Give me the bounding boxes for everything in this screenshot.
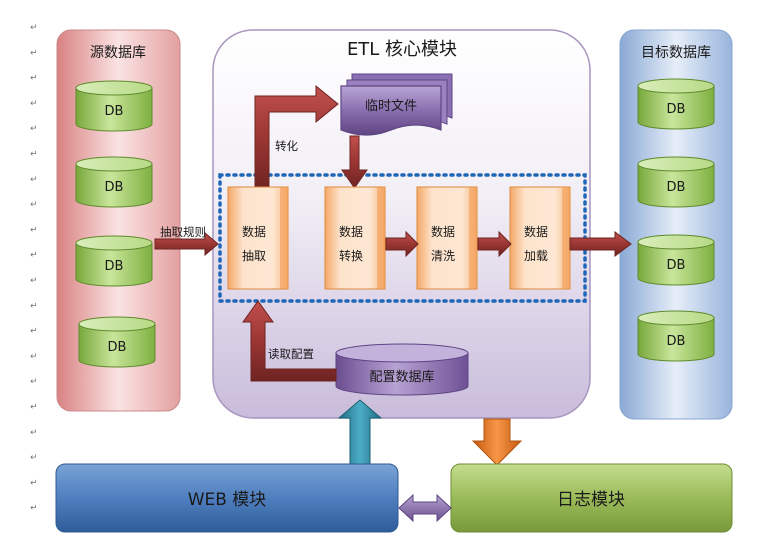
source-panel-title: 源数据库 (90, 45, 146, 61)
temp-file-label: 临时文件 (365, 99, 417, 114)
step-label-line2: 清洗 (431, 249, 455, 263)
config-database-node: 配置数据库 (335, 343, 469, 396)
paragraph-mark: ↵ (30, 200, 38, 210)
arrow-transform-to-clean (385, 230, 419, 258)
paragraph-mark: ↵ (30, 352, 38, 362)
step-label-line2: 抽取 (242, 249, 266, 263)
paragraph-mark: ↵ (30, 251, 38, 261)
db-label: DB (667, 102, 686, 117)
db-cylinder: DB (637, 310, 715, 362)
step-label-line1: 数据 (431, 224, 455, 239)
step-label-line1: 数据 (339, 224, 363, 239)
arrow-clean-to-load (477, 230, 512, 258)
paragraph-mark: ↵ (30, 377, 38, 387)
arrow-source-to-extract (154, 231, 219, 257)
temp-file-document-shape (340, 85, 442, 136)
target-panel-title: 目标数据库 (641, 45, 711, 61)
log-module-box (450, 463, 733, 533)
web-module-box (55, 463, 399, 533)
paragraph-mark: ↵ (30, 124, 38, 134)
paragraph-mark: ↵ (30, 301, 38, 311)
etl-core-title: ETL 核心模块 (347, 39, 457, 60)
db-cylinder: DB (75, 156, 153, 208)
db-label: DB (105, 104, 124, 119)
paragraph-mark: ↵ (30, 276, 38, 286)
temp-file-node: 临时文件 (340, 73, 453, 136)
arrow-extract-to-tempfile (254, 84, 339, 191)
web-module-label: WEB 模块 (188, 490, 267, 510)
arrow-web-log-bidirectional (398, 493, 452, 523)
source-db-list: DB DB DB DB (75, 80, 156, 368)
step-label-line1: 数据 (242, 224, 266, 239)
paragraph-mark: ↵ (30, 225, 38, 235)
config-db-label: 配置数据库 (369, 369, 434, 385)
paragraph-mark: ↵ (30, 150, 38, 160)
paragraph-marks: ↵ ↵ ↵ ↵ ↵ ↵ ↵ ↵ ↵ ↵ ↵ ↵ ↵ ↵ ↵ ↵ ↵ ↵ ↵ ↵ (30, 23, 38, 514)
paragraph-mark: ↵ (30, 23, 38, 33)
db-label: DB (108, 340, 127, 355)
paragraph-mark: ↵ (30, 74, 38, 84)
arrow-config-to-extract (242, 300, 337, 382)
step-label-line1: 数据 (524, 224, 548, 239)
db-label: DB (667, 180, 686, 195)
paragraph-mark: ↵ (30, 99, 38, 109)
db-cylinder: DB (637, 156, 715, 208)
db-cylinder: DB (637, 78, 715, 130)
paragraph-mark: ↵ (30, 48, 38, 58)
arrow-core-to-log (471, 418, 523, 466)
etl-core-panel (212, 29, 591, 419)
edge-label-read-config: 读取配置 (268, 347, 314, 361)
db-label: DB (105, 180, 124, 195)
paragraph-mark: ↵ (30, 453, 38, 463)
db-label: DB (667, 258, 686, 273)
step-label-line2: 转换 (339, 248, 363, 263)
paragraph-mark: ↵ (30, 175, 38, 185)
arrow-tempfile-to-transform (341, 135, 368, 189)
paragraph-mark: ↵ (30, 327, 38, 337)
paragraph-mark: ↵ (30, 478, 38, 488)
db-cylinder: DB (78, 316, 156, 368)
arrow-load-to-target (569, 231, 632, 257)
paragraph-mark: ↵ (30, 504, 38, 514)
db-cylinder: DB (637, 234, 715, 286)
db-cylinder: DB (75, 80, 153, 132)
edge-label-extract-rules: 抽取规则 (160, 225, 206, 239)
log-module-label: 日志模块 (557, 490, 625, 510)
db-cylinder: DB (75, 235, 153, 287)
paragraph-mark: ↵ (30, 428, 38, 438)
db-label: DB (667, 334, 686, 349)
paragraph-mark: ↵ (30, 403, 38, 413)
target-db-list: DB DB DB DB (637, 78, 715, 362)
db-label: DB (105, 259, 124, 274)
arrow-web-to-config (337, 399, 383, 466)
step-label-line2: 加载 (524, 249, 548, 263)
edge-label-convert: 转化 (275, 139, 298, 153)
